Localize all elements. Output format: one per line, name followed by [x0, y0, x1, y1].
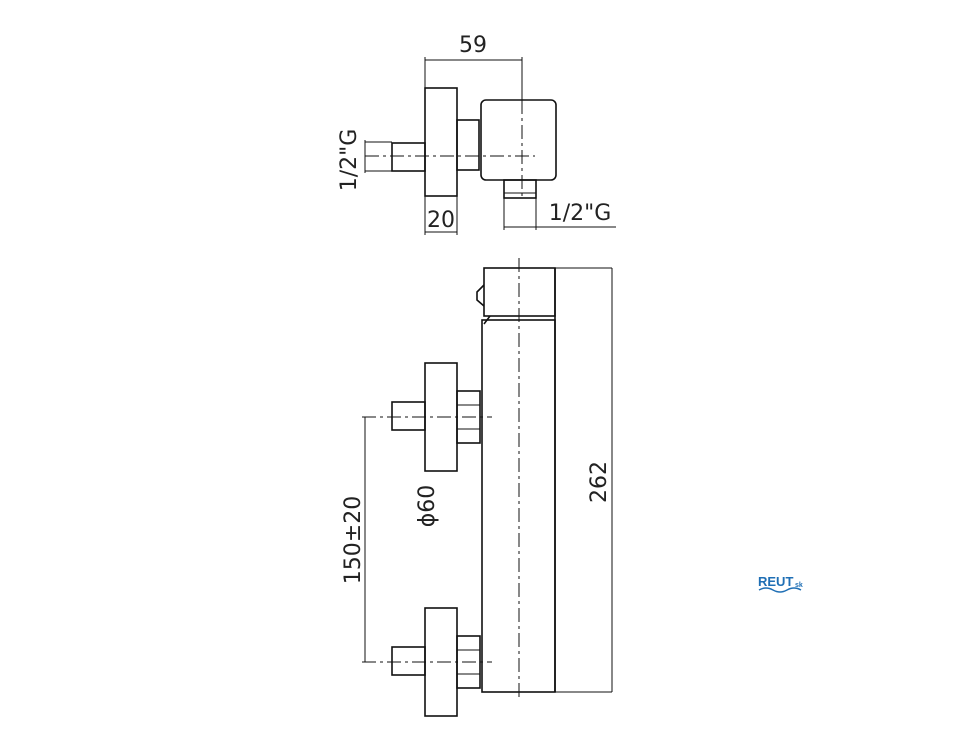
dim-59-label: 59 [459, 33, 487, 58]
top-view: 59 1/2"G 20 1/2"G [337, 33, 616, 235]
dim-20-label: 20 [427, 208, 455, 233]
top-body [480, 99, 557, 181]
svg-text:sk: sk [795, 582, 803, 589]
lower-inlet-pipe [391, 646, 426, 676]
thread-right-label: 1/2"G [549, 201, 612, 226]
top-inlet-pipe [391, 142, 426, 172]
dim-262-label: 262 [587, 461, 612, 503]
top-nut [456, 119, 480, 171]
svg-text:REUT: REUT [758, 574, 793, 589]
front-view: 150±20 ϕ60 262 [341, 258, 613, 717]
dim-150-label: 150±20 [341, 496, 366, 584]
top-outlet [503, 179, 537, 199]
logo-wave-icon [758, 587, 802, 593]
dim-diameter-label: ϕ60 [415, 485, 440, 528]
top-flange [424, 87, 458, 197]
upper-inlet-pipe [391, 401, 426, 431]
reut-logo: REUT sk [758, 574, 803, 593]
thread-left-label: 1/2"G [337, 129, 362, 192]
